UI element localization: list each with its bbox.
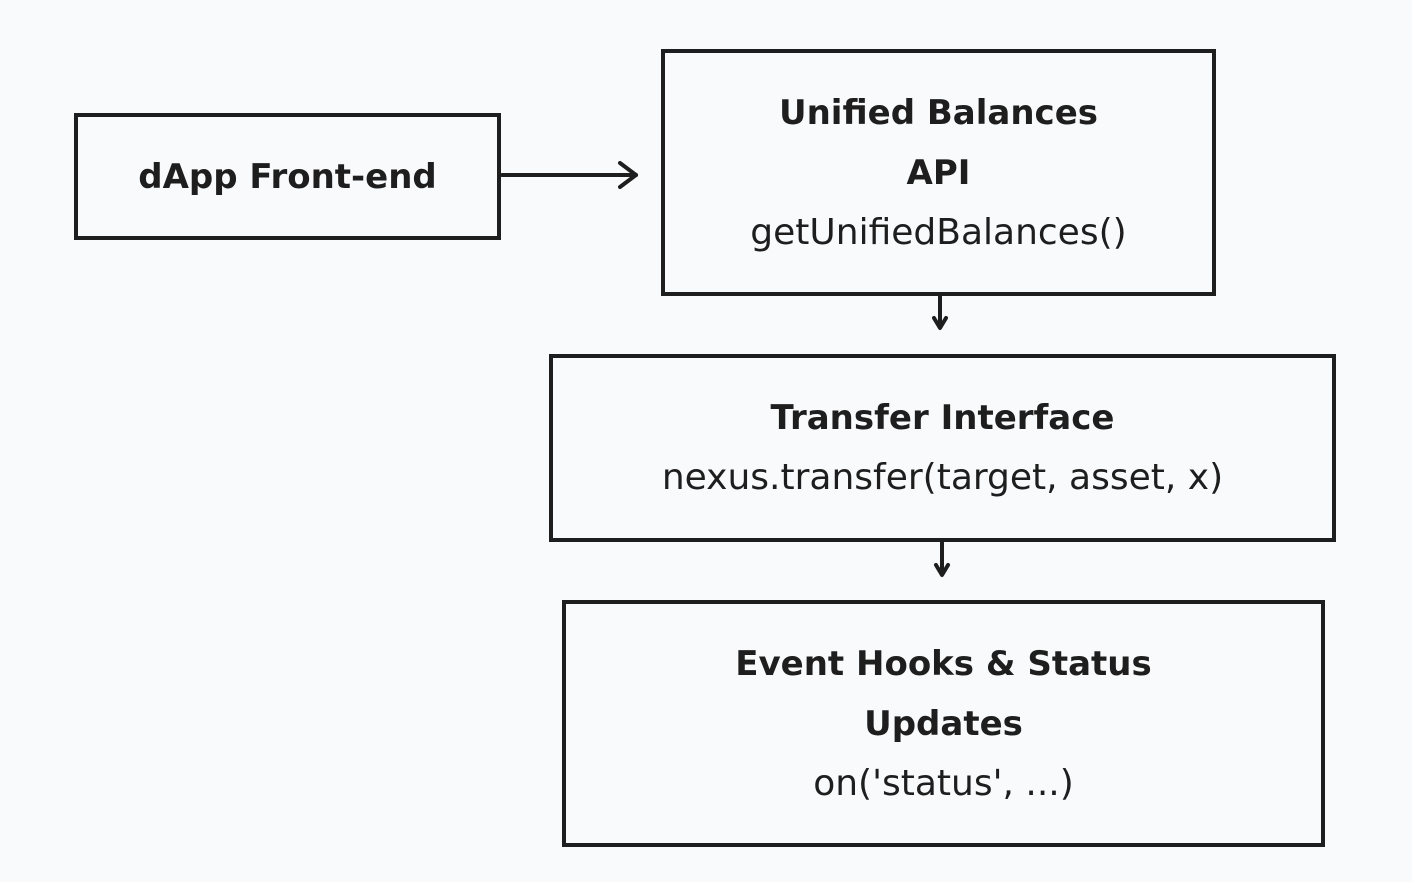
frontend-label: dApp Front-end bbox=[138, 156, 437, 197]
unified-balances-node: Unified Balances API getUnifiedBalances(… bbox=[661, 49, 1216, 296]
arrow-unified-balances-to-transfer bbox=[932, 294, 948, 330]
events-node: Event Hooks & Status Updates on('status'… bbox=[562, 600, 1325, 847]
unified-balances-title-line2: API bbox=[906, 152, 971, 193]
unified-balances-code: getUnifiedBalances() bbox=[750, 211, 1127, 253]
transfer-title: Transfer Interface bbox=[770, 398, 1115, 438]
frontend-node: dApp Front-end bbox=[74, 113, 501, 240]
events-title-line2: Updates bbox=[864, 703, 1023, 744]
arrow-frontend-to-unified-balances bbox=[500, 161, 638, 189]
transfer-code: nexus.transfer(target, asset, x) bbox=[661, 457, 1224, 498]
unified-balances-title-line1: Unified Balances bbox=[778, 92, 1098, 133]
events-code: on('status', ...) bbox=[813, 762, 1074, 804]
arrow-transfer-to-events bbox=[934, 540, 950, 577]
events-title-line1: Event Hooks & Status bbox=[735, 643, 1152, 684]
transfer-node: Transfer Interface nexus.transfer(target… bbox=[549, 354, 1336, 542]
